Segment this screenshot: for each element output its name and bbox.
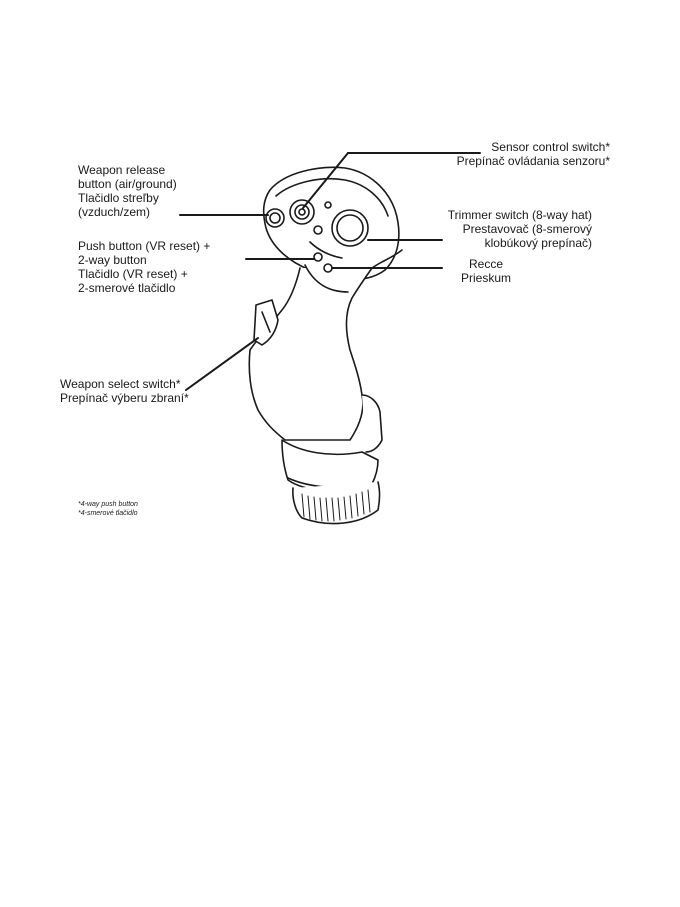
- label-sensor-control: Sensor control switch* Prepínač ovládani…: [457, 140, 610, 168]
- weapon-release-button: [265, 208, 285, 228]
- label-line: klobúkový prepínač): [484, 236, 592, 250]
- label-line: Prestavovač (8-smerový: [462, 222, 592, 236]
- grip-collar: [281, 439, 379, 492]
- label-line: 2-way button: [78, 253, 147, 267]
- base-ring: [292, 481, 381, 525]
- label-line: Weapon release: [78, 163, 166, 177]
- grip-body: [248, 267, 373, 441]
- label-line: Sensor control switch*: [491, 140, 610, 154]
- leader-weapon-select: [185, 337, 259, 391]
- label-line: Trimmer switch (8-way hat): [447, 208, 592, 222]
- label-line: Weapon select switch*: [60, 377, 181, 391]
- label-line: (vzduch/zem): [78, 205, 151, 219]
- label-line: Prepínač výberu zbraní*: [60, 391, 189, 405]
- footnote-line: *4-way push button: [78, 501, 138, 508]
- label-line: Prieskum: [460, 271, 511, 285]
- label-line: Tlačidlo streľby: [78, 191, 159, 205]
- label-line: Push button (VR reset) +: [78, 239, 211, 253]
- label-push-button: Push button (VR reset) + 2-way button Tl…: [78, 239, 210, 295]
- label-line: 2-smerové tlačidlo: [78, 281, 176, 295]
- label-recce: Recce Prieskum: [446, 257, 526, 285]
- footnote: *4-way push button *4-smerové tlačidlo: [78, 500, 138, 518]
- recce-button: [323, 263, 333, 273]
- label-weapon-select: Weapon select switch* Prepínač výberu zb…: [60, 377, 189, 405]
- pinky-rest: [361, 394, 383, 453]
- label-line: Tlačidlo (VR reset) +: [78, 267, 188, 281]
- push-button-vr-reset: [313, 252, 323, 262]
- footnote-line: *4-smerové tlačidlo: [78, 510, 138, 517]
- label-line: button (air/ground): [78, 177, 177, 191]
- leader-sensor-control-b: [302, 152, 349, 209]
- label-line: Prepínač ovládania senzoru*: [456, 154, 610, 168]
- sensor-control-switch: [289, 199, 315, 225]
- grip-head: [262, 166, 400, 281]
- label-line: Recce: [468, 257, 503, 271]
- label-weapon-release: Weapon release button (air/ground) Tlači…: [78, 163, 177, 219]
- label-trimmer: Trimmer switch (8-way hat) Prestavovač (…: [448, 208, 592, 250]
